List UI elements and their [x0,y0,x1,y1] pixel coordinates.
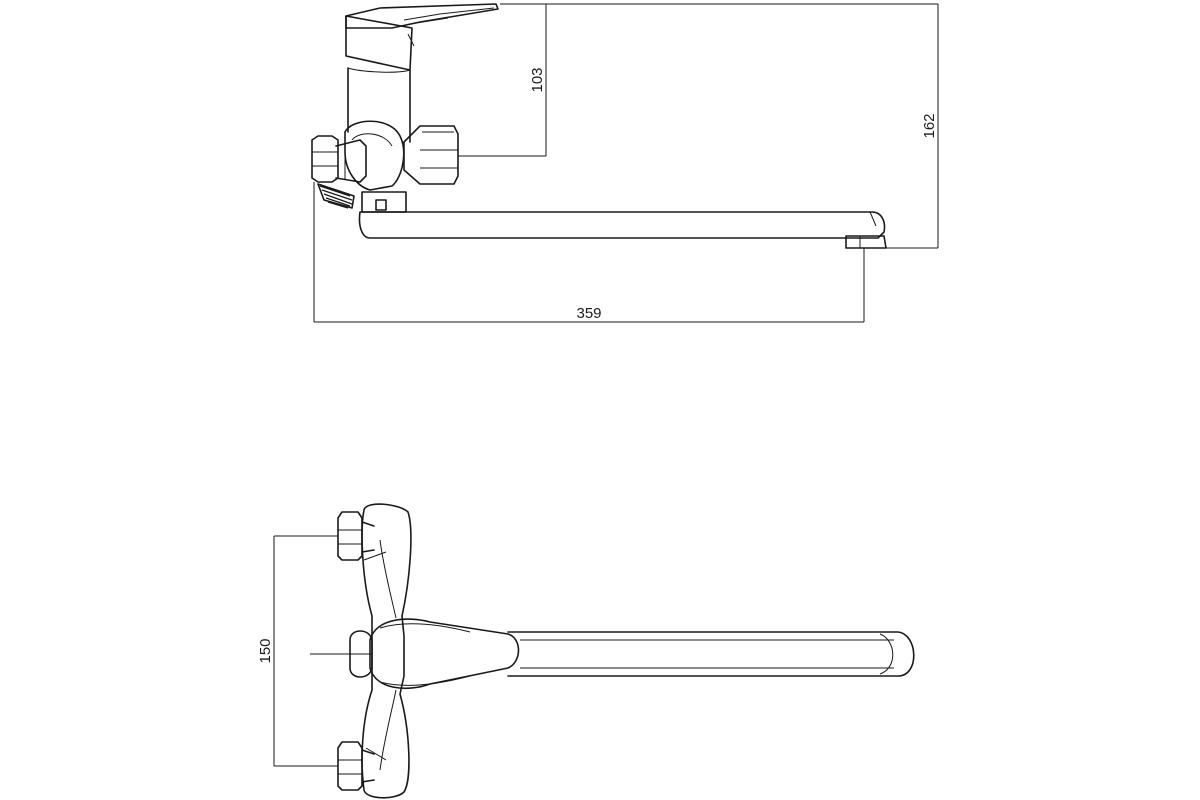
dim-spout-reach-label: 359 [576,305,601,322]
dim-inlet-spacing: 150 [257,535,338,767]
dim-handle-height: 103 [458,3,547,157]
side-diverter-spring [317,183,355,209]
dim-handle-height-label: 103 [529,67,546,92]
dim-spout-reach: 359 [313,182,865,323]
top-cartridge-round [349,630,373,678]
top-view: 150 [257,503,915,799]
top-spout [507,631,915,677]
side-cartridge-cap [345,15,413,71]
side-body-column [347,67,411,143]
side-right-hex-nut [403,125,459,185]
top-upper-inlet-nut [337,511,375,561]
top-handle-lever [369,618,520,690]
side-spout [358,211,886,239]
dim-overall-height-label: 162 [921,113,938,138]
side-diverter-block [361,191,407,213]
dim-overall-height: 162 [546,3,939,249]
side-valve-body [344,120,405,191]
top-lower-inlet-nut [337,741,375,791]
side-view: 103 162 359 [311,3,939,323]
side-left-hex-nut [311,135,367,183]
top-main-body [361,503,412,799]
side-handle-lever [345,3,499,29]
dim-inlet-spacing-label: 150 [257,638,274,663]
